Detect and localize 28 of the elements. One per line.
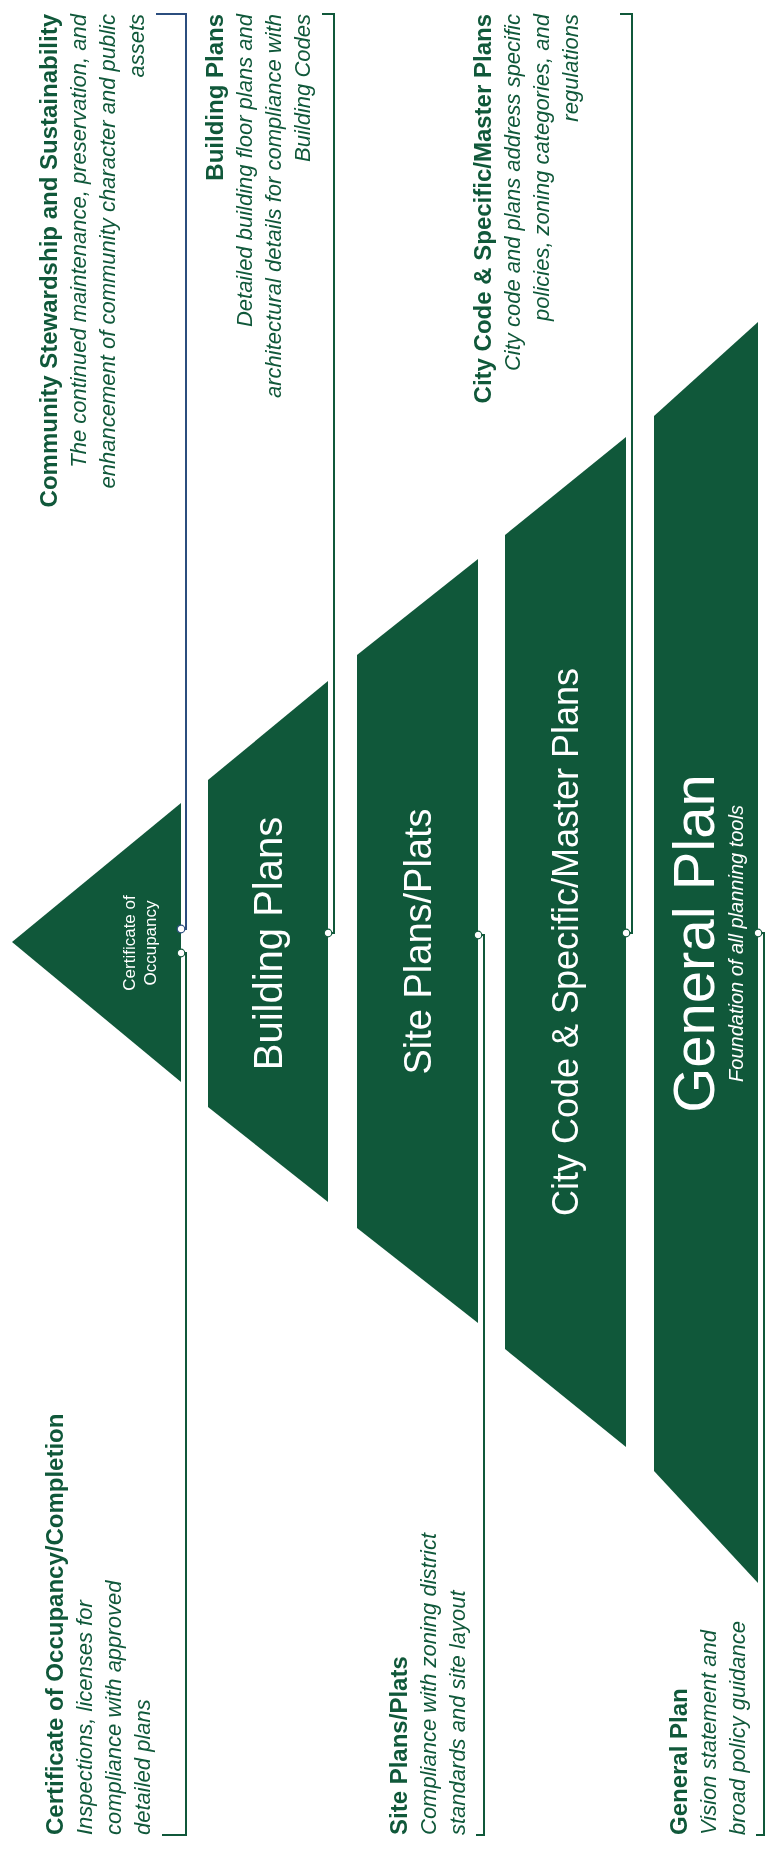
section-heading: City Code & Specific/Master Plans xyxy=(468,14,497,404)
tier-label: City Code & Specific/Master Plans xyxy=(544,667,587,1217)
leader-line xyxy=(619,13,633,938)
section-description: The continued maintenance, preservation, and enhancement of community character and public assets xyxy=(65,14,150,491)
section-description: Compliance with zoning district standards and site layout xyxy=(415,1531,471,1835)
section-heading: Certificate of Occupancy/Completion xyxy=(40,1413,69,1835)
pyramid-tier xyxy=(505,437,626,1447)
section-heading: Community Stewardship and Sustainability xyxy=(34,14,63,508)
tier-label: Site Plans/Plats xyxy=(395,808,440,1075)
leader-line xyxy=(155,13,187,934)
pyramid-tier xyxy=(654,322,758,1583)
leader-line xyxy=(753,928,765,1836)
section-heading: Building Plans xyxy=(200,14,229,181)
section-description: Vision statement and broad policy guidance xyxy=(695,1619,751,1835)
section-heading: General Plan xyxy=(664,1688,693,1835)
pyramid-apex xyxy=(12,803,181,1082)
tier-label: General Plan xyxy=(664,774,724,1113)
leader-line xyxy=(473,930,485,1836)
section-description: Inspections, licenses for compliance with approved detailed plans xyxy=(71,1579,156,1835)
leader-line xyxy=(161,948,187,1836)
tier-subtitle: Foundation of all planning tools xyxy=(724,805,748,1082)
pyramid-tier xyxy=(208,681,328,1202)
tier-label: Building Plans xyxy=(245,816,291,1071)
section-heading: Site Plans/Plats xyxy=(384,1656,413,1835)
tier-label: Certificate of Occupancy xyxy=(118,894,161,993)
pyramid-tier xyxy=(357,559,478,1323)
section-description: City code and plans address specific policies, zoning categories, and regulations xyxy=(499,14,584,374)
leader-line xyxy=(321,13,335,938)
